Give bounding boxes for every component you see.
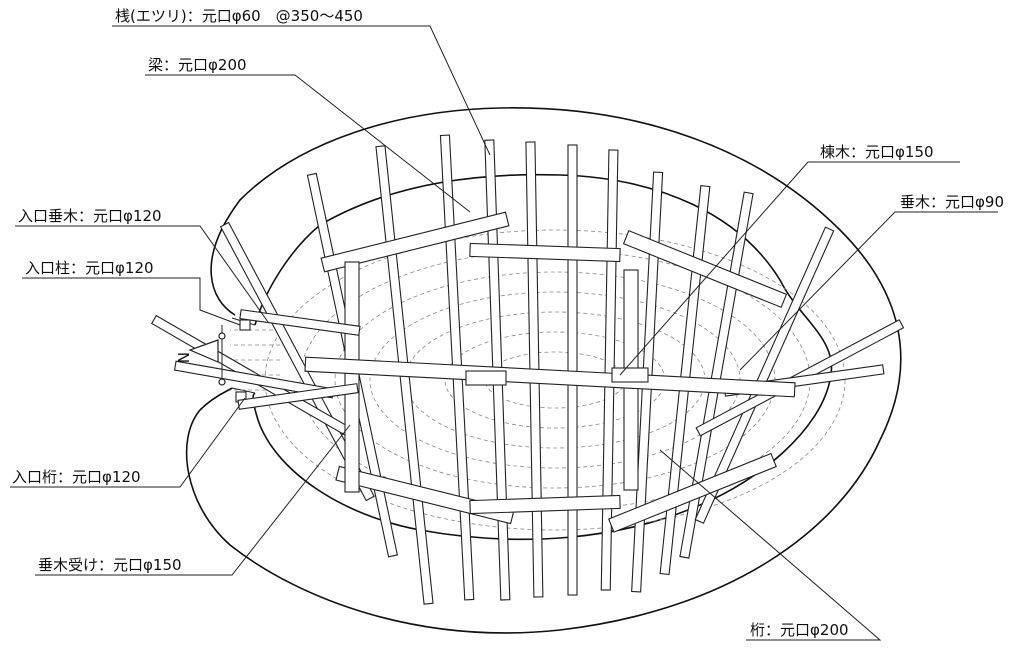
rafter <box>679 191 754 559</box>
label-rafter-rest: 垂木受け：元口φ150 <box>38 556 182 574</box>
label-entrance-rafter: 入口垂木：元口φ120 <box>18 207 162 225</box>
label-girder: 桁：元口φ200 <box>750 621 849 639</box>
beam <box>469 242 621 263</box>
beam <box>622 229 788 309</box>
girder <box>344 261 360 493</box>
girder <box>335 465 515 525</box>
label-rafter: 垂木：元口φ90 <box>900 193 1004 211</box>
outer-mound-outline <box>185 107 902 634</box>
ridge-block <box>611 367 649 383</box>
label-beam: 梁：元口φ200 <box>148 56 247 74</box>
rafter <box>694 226 835 524</box>
entrance-post <box>239 319 251 331</box>
label-ridge: 棟木：元口φ150 <box>820 143 934 161</box>
label-entrance-girder: 入口桁：元口φ120 <box>12 468 141 486</box>
entrance-girder <box>237 383 359 410</box>
north-arrow: N <box>174 332 226 386</box>
rafter <box>567 144 578 596</box>
label-entrance-post: 入口柱：元口φ120 <box>25 259 154 277</box>
beam <box>320 211 510 273</box>
girder <box>469 494 621 515</box>
north-label: N <box>174 352 192 363</box>
girders <box>320 211 788 533</box>
ridge-beam <box>304 356 796 398</box>
ridge-block <box>465 370 507 386</box>
leader-lines <box>10 25 998 641</box>
rafter <box>219 221 375 502</box>
girder <box>607 452 777 533</box>
entrance-girder <box>239 309 361 336</box>
label-lath: 桟(エツリ)：元口φ60 @350～450 <box>115 7 363 25</box>
